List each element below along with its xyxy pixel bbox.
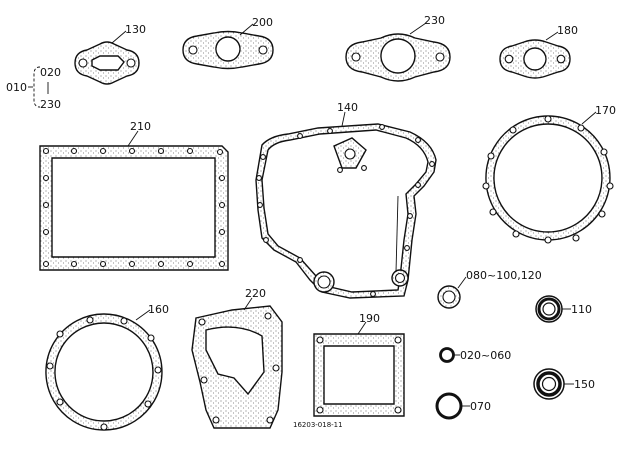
label-140: 140: [337, 101, 358, 114]
gasket-190: 190: [313, 312, 405, 417]
gasket-200: 200: [182, 16, 274, 70]
label-160: 160: [148, 303, 169, 316]
label-150: 150: [574, 378, 595, 391]
gasket-180: 180: [499, 24, 578, 79]
label-020: 020: [40, 66, 61, 79]
seal-080: 080~100,120: [437, 269, 542, 309]
label-230-kit: 230: [40, 98, 61, 111]
gasket-130: 130: [74, 23, 146, 85]
gasket-210: 210: [39, 120, 229, 271]
drawing-code: 16203-018-11: [293, 421, 343, 429]
label-110: 110: [571, 303, 592, 316]
label-220: 220: [245, 287, 266, 300]
label-070: 070: [470, 400, 491, 413]
seal-150: 150: [533, 368, 595, 400]
oring-020: 020~060: [439, 347, 511, 363]
gasket-160-bolt-holes: [46, 316, 162, 431]
gasket-140-bolt-holes: [256, 124, 435, 297]
label-170: 170: [595, 104, 616, 117]
gasket-210-bolt-holes: [42, 147, 226, 268]
gasket-220: 220: [191, 287, 283, 429]
label-130: 130: [125, 23, 146, 36]
label-190: 190: [359, 312, 380, 325]
label-230: 230: [424, 14, 445, 27]
label-020-060: 020~060: [460, 349, 511, 362]
oring-070: 070: [435, 392, 491, 420]
kit-bracket-010: 010 020 230: [6, 66, 61, 111]
label-210: 210: [130, 120, 151, 133]
label-180: 180: [557, 24, 578, 37]
gasket-170: 170: [482, 104, 616, 244]
gasket-230: 230: [345, 14, 451, 82]
gasket-170-bolt-holes: [482, 115, 614, 244]
label-200: 200: [252, 16, 273, 29]
gasket-140: 140: [255, 101, 437, 299]
seal-110: 110: [535, 295, 592, 323]
gasket-160: 160: [45, 303, 169, 431]
label-010: 010: [6, 81, 27, 94]
gasket-190-bolt-holes: [316, 336, 402, 414]
gasket-220-bolt-holes: [198, 312, 280, 424]
label-080: 080~100,120: [466, 269, 542, 282]
